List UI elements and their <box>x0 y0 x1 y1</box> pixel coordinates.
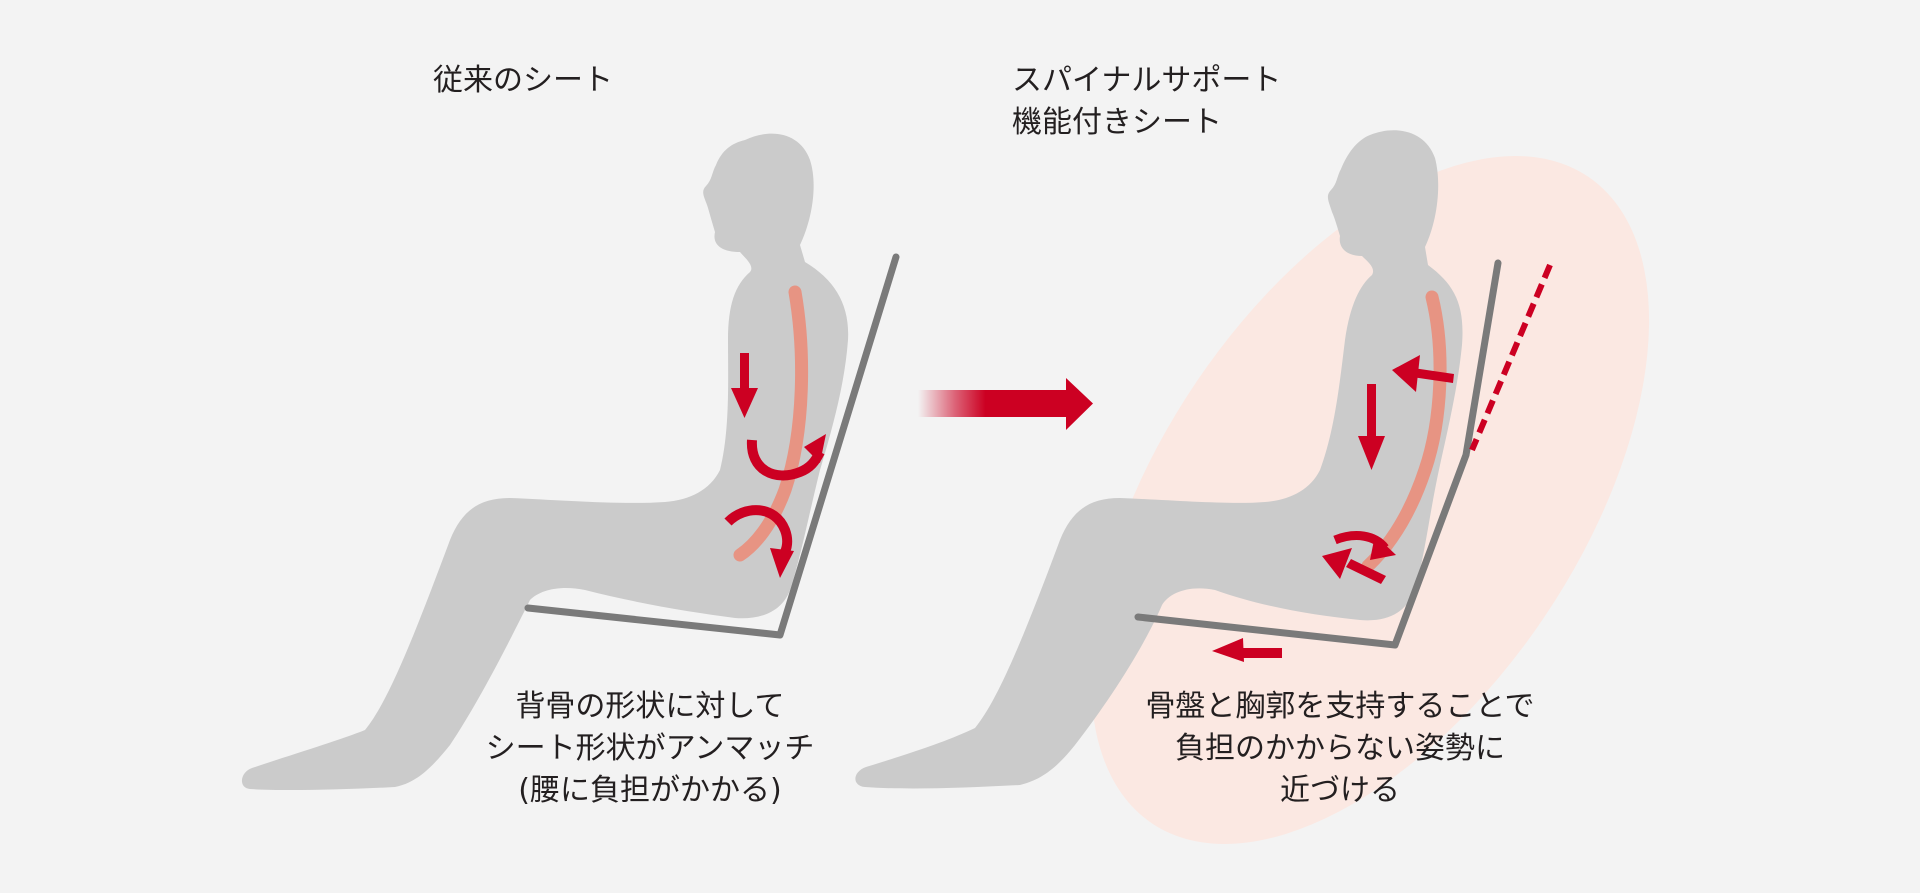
spine-curve <box>1361 290 1447 573</box>
right-caption-line-1: 骨盤と胸郭を支持することで <box>1145 689 1535 724</box>
curved-arrow-icon <box>1333 531 1396 560</box>
seated-person-silhouette <box>241 133 849 791</box>
pelvis-support-arrow-icon <box>1322 548 1386 584</box>
left-caption-line-1: 背骨の形状に対して <box>515 689 785 724</box>
right-panel-caption: 骨盤と胸郭を支持することで 負担のかからない姿勢に 近づける <box>1080 686 1600 812</box>
left-caption-line-2: シート形状がアンマッチ <box>485 731 815 766</box>
down-arrow-icon <box>731 353 758 418</box>
seat-slide-arrow-icon <box>1212 638 1282 662</box>
seat-frame <box>524 253 900 639</box>
curved-arrow-down-icon <box>724 505 794 578</box>
dashed-reference-line <box>1469 263 1553 452</box>
seated-person-silhouette <box>855 130 1463 789</box>
left-caption-line-3: (腰に負担がかかる) <box>518 773 782 808</box>
right-title-line-1: スパイナルサポート <box>1012 63 1282 98</box>
seat-frame <box>1134 259 1502 649</box>
right-caption-line-3: 近づける <box>1280 773 1400 808</box>
curved-arrow-up-icon <box>746 434 826 481</box>
right-caption-line-2: 負担のかからない姿勢に <box>1175 731 1505 766</box>
chest-support-arrow-icon <box>1392 355 1454 392</box>
right-title-line-2: 機能付きシート <box>1012 105 1222 140</box>
right-figure <box>855 130 1553 789</box>
right-arrow-icon <box>918 378 1093 430</box>
left-figure <box>241 133 900 791</box>
down-arrow-icon <box>1358 384 1385 470</box>
left-panel-title: 従来のシート <box>433 63 613 98</box>
left-panel-caption: 背骨の形状に対して シート形状がアンマッチ (腰に負担がかかる) <box>430 686 870 812</box>
right-panel-title: スパイナルサポート 機能付きシート <box>1012 60 1281 144</box>
